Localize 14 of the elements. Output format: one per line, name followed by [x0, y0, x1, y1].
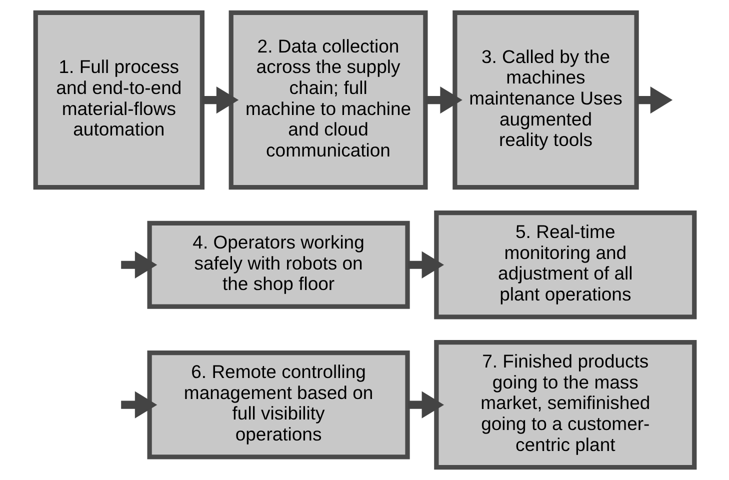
node-box: 1. Full process and end-to-end material-flows automation — [32, 10, 204, 190]
node-box: 7. Finished products going to the mass market, semifinished going to a customer-centric plant — [434, 340, 696, 470]
arrow — [407, 391, 444, 418]
arrow — [636, 86, 672, 114]
node-box: 6. Remote controlling management based on full visibility operations — [146, 350, 410, 460]
arrow — [120, 391, 157, 418]
arrow — [425, 86, 462, 114]
arrow — [120, 251, 157, 278]
node-box: 4. Operators working safely with robots on the shop floor — [146, 220, 410, 309]
node-box: 5. Real-time monitoring and adjustment of all plant operations — [434, 210, 696, 320]
node-box: 2. Data collection across the supply chain; full machine to machine and cloud communication — [228, 10, 428, 190]
arrow — [407, 251, 444, 278]
node-box: 3. Called by the machines maintenance Uses augmented reality tools — [452, 10, 638, 190]
arrow — [202, 86, 238, 114]
